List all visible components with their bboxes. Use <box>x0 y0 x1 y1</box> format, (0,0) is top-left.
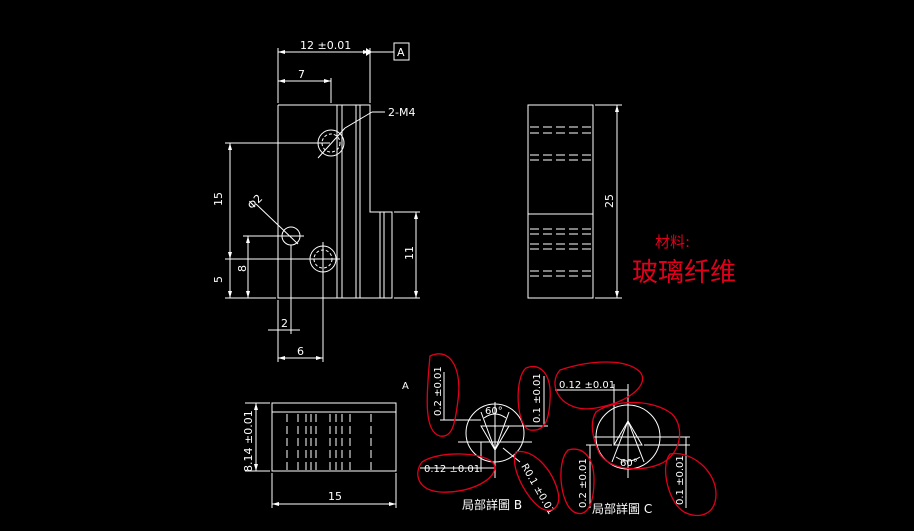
side-view-arrows <box>615 105 619 298</box>
arrow <box>324 79 331 83</box>
detail-marker-a: A <box>402 381 409 392</box>
arrow <box>316 356 323 360</box>
thread-leader <box>344 111 373 129</box>
markup-loop <box>417 453 496 493</box>
pin-hole-leader <box>255 203 299 245</box>
arrow <box>228 252 232 259</box>
detail-b-dim-left: 0.2 ±0.01 <box>433 366 444 416</box>
detail-c-dim-top: 0.12 ±0.01 <box>559 380 615 391</box>
dim-label-2: 2 <box>281 317 288 330</box>
detail-c-angle-arc <box>615 456 641 462</box>
datum-box <box>393 42 410 61</box>
arrow <box>254 464 258 471</box>
dim-label-814: 8.14 ±0.01 <box>242 410 255 472</box>
thread-callout: 2-M4 <box>388 106 415 119</box>
thread-hole-center <box>317 127 346 159</box>
detail-b-dim-right: 0.1 ±0.01 <box>532 373 543 423</box>
arrow <box>615 105 619 112</box>
arrow <box>228 143 232 150</box>
dim-label-25: 25 <box>603 194 616 208</box>
radius-leader <box>502 447 521 463</box>
arrow <box>278 50 285 54</box>
arrow <box>414 212 418 219</box>
arrow <box>246 291 250 298</box>
datum-triangle <box>366 48 372 56</box>
markup-loop <box>517 365 551 431</box>
markup-loop <box>426 353 460 437</box>
detail-b-angle-arc <box>483 413 507 419</box>
front-view-outline <box>277 104 393 299</box>
bottom-view-lip <box>271 402 397 413</box>
red-markup <box>417 353 717 517</box>
detail-b-angle-line <box>494 411 510 451</box>
dim-label-5: 5 <box>212 276 225 283</box>
dim-label-11: 11 <box>403 246 416 260</box>
detail-c-dim-left: 0.2 ±0.01 <box>578 458 589 508</box>
arrow <box>254 403 258 410</box>
arrow <box>278 356 285 360</box>
detail-b-angle: 60° <box>485 406 503 417</box>
detail-c <box>555 384 690 508</box>
datum-label: A <box>397 46 405 59</box>
detail-c-angle: 60° <box>620 458 638 469</box>
detail-b-dim-bottom: 0.12 ±0.01 <box>424 464 480 475</box>
detail-c-caption: 局部詳圖 C <box>592 501 652 516</box>
arrow <box>278 79 285 83</box>
arrow <box>414 291 418 298</box>
material-value: 玻璃纤维 <box>632 258 736 288</box>
dim-label-6: 6 <box>297 345 304 358</box>
detail-c-labels: 0.12 ±0.01 60° 0.2 ±0.01 0.1 ±0.01 局部詳圖 … <box>559 380 686 516</box>
markup-loop <box>514 450 560 511</box>
side-view <box>527 104 622 299</box>
detail-b <box>420 372 548 478</box>
dim-label-8: 8 <box>236 265 249 272</box>
arrow <box>389 502 396 506</box>
markup-loop <box>664 452 717 517</box>
bottom-view-arrows <box>254 403 396 506</box>
markup-loop <box>560 448 595 515</box>
arrow <box>272 502 279 506</box>
detail-c-dim-right: 0.1 ±0.01 <box>675 455 686 505</box>
side-view-outline <box>527 104 594 299</box>
markup-loop <box>554 361 644 410</box>
front-view-labels: 12 ±0.01 A 7 2-M4 15 5 8 11 2 6 Φ2 <box>212 39 416 358</box>
bottom-view <box>245 402 397 508</box>
arrow <box>228 291 232 298</box>
dim-label-7: 7 <box>298 68 305 81</box>
detail-c-angle-line <box>627 420 645 463</box>
detail-c-angle-line <box>611 420 629 463</box>
front-view <box>225 42 420 362</box>
front-view-arrows <box>228 48 418 360</box>
arrow <box>246 236 250 243</box>
dim-label-15: 15 <box>212 192 225 206</box>
detail-b-angle-line <box>480 411 496 451</box>
detail-b-caption: 局部詳圖 B <box>462 497 522 512</box>
arrow <box>615 291 619 298</box>
material-label: 材料: <box>655 233 690 251</box>
dim-label-12: 12 ±0.01 <box>300 39 351 52</box>
thread-hole-upper-inner <box>321 133 341 153</box>
markup-loop <box>591 401 681 470</box>
dim-label-bottom-15: 15 <box>328 490 342 503</box>
